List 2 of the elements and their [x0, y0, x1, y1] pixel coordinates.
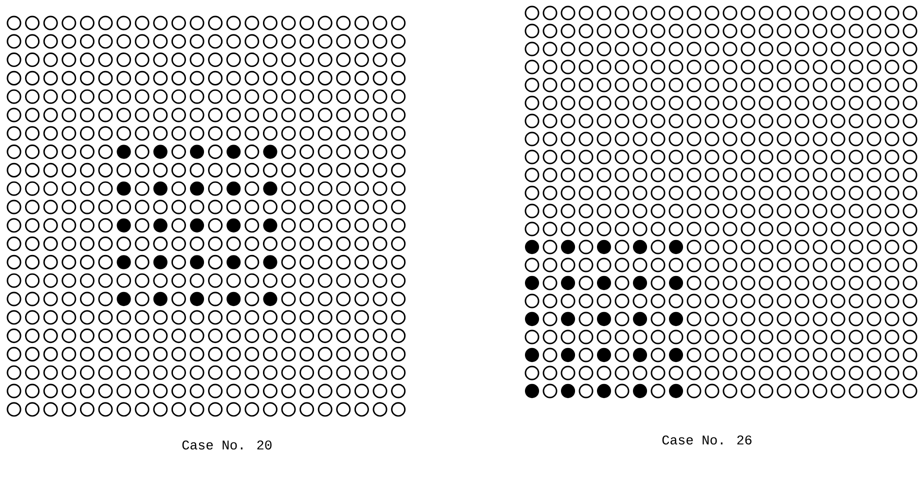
case-label: Case No. 26	[662, 435, 752, 445]
case-label: Case No. 20	[182, 440, 272, 450]
